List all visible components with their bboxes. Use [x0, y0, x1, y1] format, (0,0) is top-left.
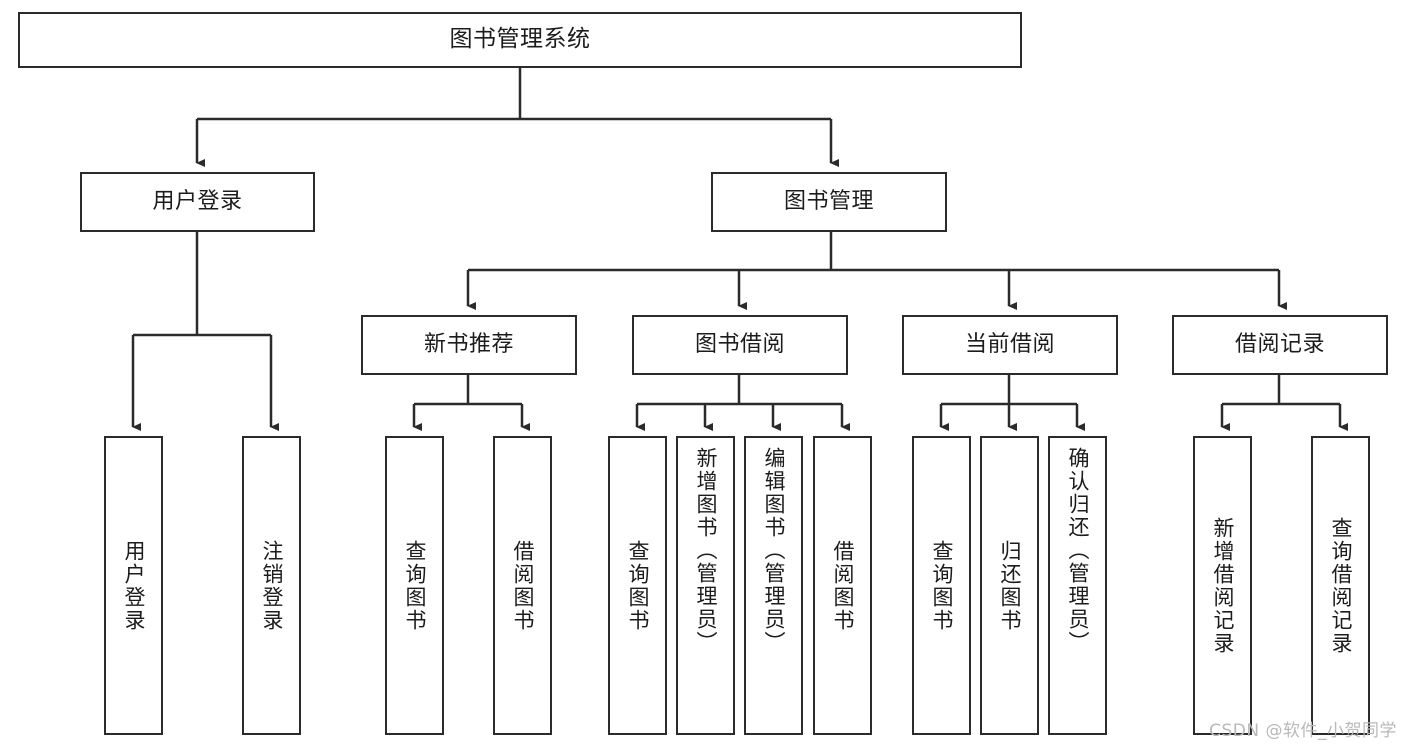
node-borrow-record-label: 借阅记录 — [1234, 332, 1325, 358]
node-leaf-user-login-label: 用户登录 — [122, 539, 146, 632]
node-leaf-query-book-borrow-label: 查询图书 — [626, 539, 650, 632]
node-leaf-return-book[interactable]: 归还图书 — [980, 436, 1039, 735]
node-leaf-borrow-book-rec[interactable]: 借阅图书 — [493, 436, 552, 735]
node-book-manage-label: 图书管理 — [783, 189, 874, 215]
node-leaf-add-book-admin[interactable]: 新增图书（管理员） — [676, 436, 735, 735]
node-leaf-user-logout[interactable]: 注销登录 — [242, 436, 301, 735]
node-root-label: 图书管理系统 — [449, 26, 591, 53]
node-current-borrow-label: 当前借阅 — [964, 332, 1055, 358]
node-user-login[interactable]: 用户登录 — [80, 172, 315, 232]
node-leaf-add-book-admin-label: 新增图书（管理员） — [694, 447, 718, 654]
node-leaf-query-book-borrow[interactable]: 查询图书 — [608, 436, 667, 735]
node-leaf-confirm-return-admin-label: 确认归还（管理员） — [1066, 447, 1090, 654]
node-leaf-edit-book-admin-label: 编辑图书（管理员） — [762, 447, 786, 654]
node-leaf-query-book-rec[interactable]: 查询图书 — [385, 436, 444, 735]
node-leaf-return-book-label: 归还图书 — [998, 539, 1022, 632]
node-book-borrow[interactable]: 图书借阅 — [632, 315, 848, 375]
node-book-manage[interactable]: 图书管理 — [711, 172, 947, 232]
node-leaf-query-borrow-record[interactable]: 查询借阅记录 — [1311, 436, 1370, 735]
node-leaf-borrow-book-label: 借阅图书 — [831, 539, 855, 632]
node-leaf-add-borrow-record-label: 新增借阅记录 — [1211, 516, 1235, 655]
node-leaf-query-borrow-record-label: 查询借阅记录 — [1329, 516, 1353, 655]
node-book-borrow-label: 图书借阅 — [694, 332, 785, 358]
node-leaf-query-book-current[interactable]: 查询图书 — [912, 436, 971, 735]
node-leaf-query-book-rec-label: 查询图书 — [403, 539, 427, 632]
node-leaf-borrow-book-rec-label: 借阅图书 — [511, 539, 535, 632]
node-leaf-add-borrow-record[interactable]: 新增借阅记录 — [1193, 436, 1252, 735]
node-root[interactable]: 图书管理系统 — [18, 12, 1022, 68]
node-borrow-record[interactable]: 借阅记录 — [1172, 315, 1388, 375]
node-leaf-user-login[interactable]: 用户登录 — [104, 436, 163, 735]
node-current-borrow[interactable]: 当前借阅 — [902, 315, 1118, 375]
node-leaf-edit-book-admin[interactable]: 编辑图书（管理员） — [744, 436, 803, 735]
node-leaf-query-book-current-label: 查询图书 — [930, 539, 954, 632]
node-new-book-recommend-label: 新书推荐 — [423, 332, 514, 358]
node-leaf-user-logout-label: 注销登录 — [260, 539, 284, 632]
node-new-book-recommend[interactable]: 新书推荐 — [361, 315, 577, 375]
node-leaf-borrow-book[interactable]: 借阅图书 — [813, 436, 872, 735]
node-leaf-confirm-return-admin[interactable]: 确认归还（管理员） — [1048, 436, 1107, 735]
node-user-login-label: 用户登录 — [152, 189, 243, 215]
